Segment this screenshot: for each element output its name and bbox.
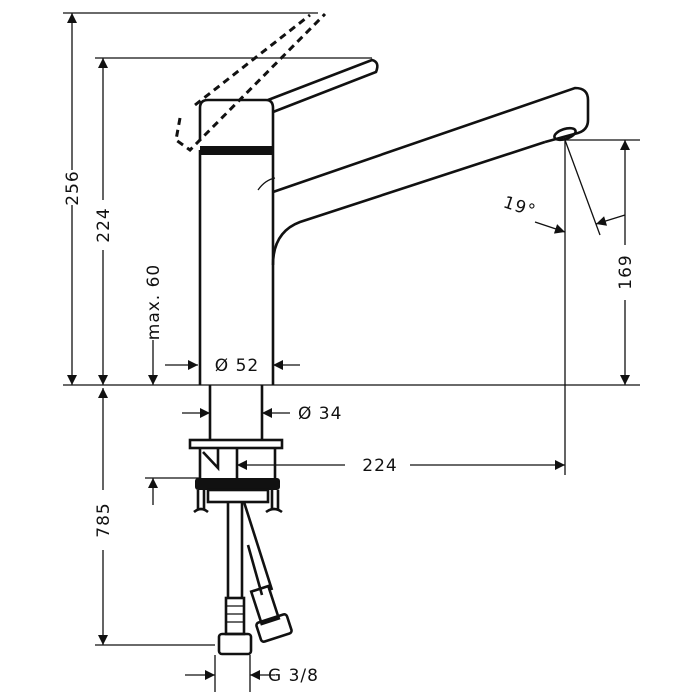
dim-spout-reach: 224 [362, 456, 397, 476]
supply-hoses [217, 501, 293, 656]
faucet-body [174, 12, 590, 385]
extension-lines [63, 12, 640, 692]
dim-spout-angle: 19° [501, 193, 539, 222]
dim-body-diameter: Ø 52 [215, 356, 259, 376]
dim-shank-diameter: Ø 34 [298, 404, 342, 424]
dim-spout-height: 169 [616, 254, 636, 289]
dim-total-height: 256 [63, 170, 83, 205]
dim-max-deck: max. 60 [144, 264, 164, 340]
dimension-lines [67, 13, 630, 680]
mounting-assembly [188, 385, 284, 514]
dim-connection: G 3/8 [268, 666, 319, 686]
dim-lever-height: 224 [94, 207, 114, 242]
dim-hose-length: 785 [94, 502, 114, 537]
